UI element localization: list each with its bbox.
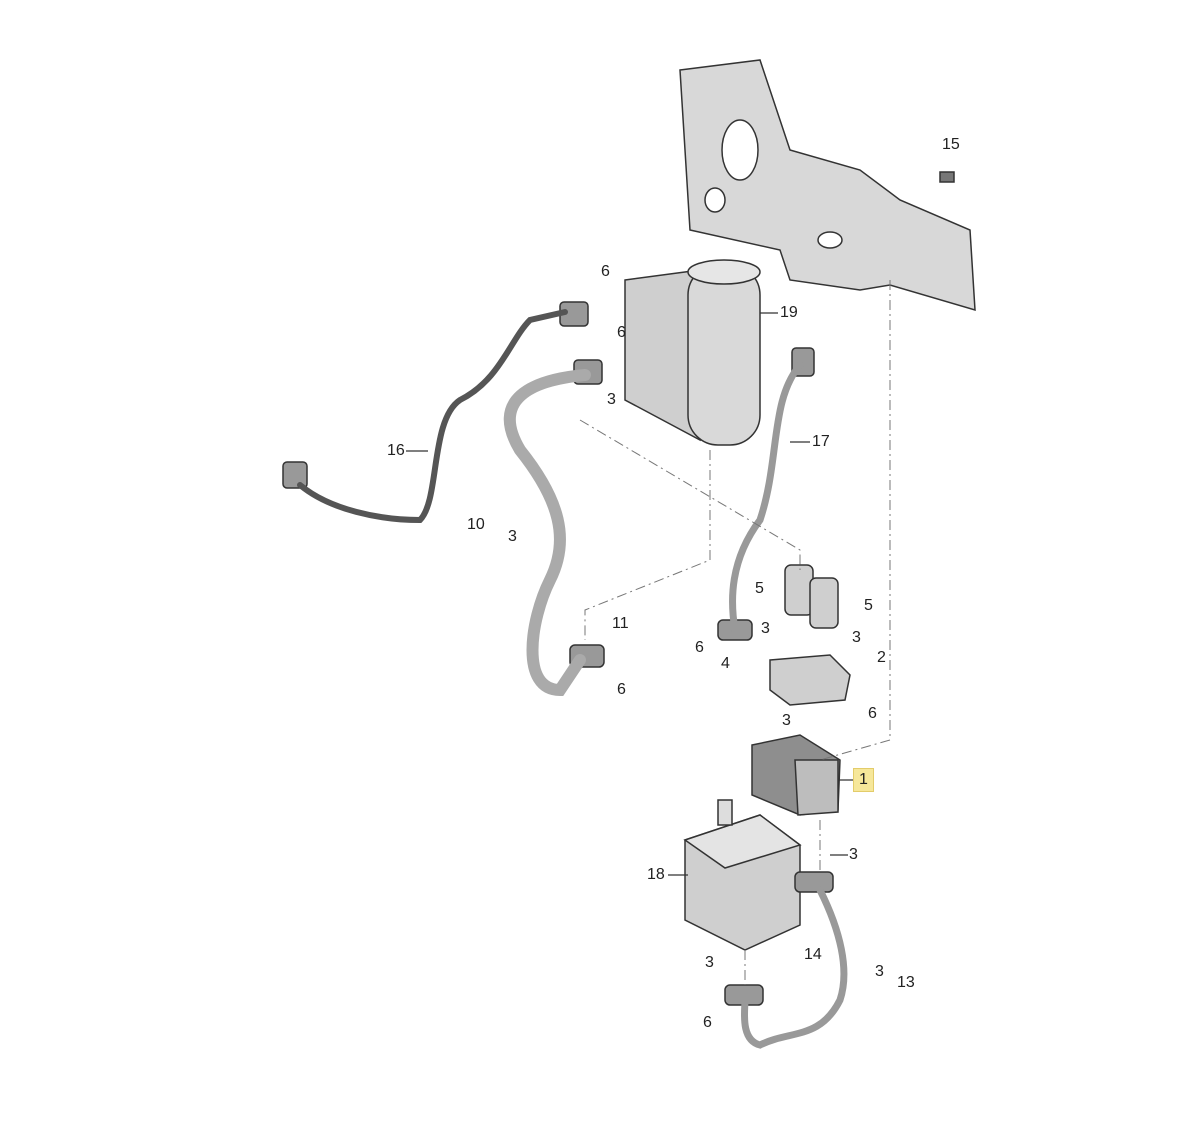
callout-5: 5	[864, 597, 873, 614]
callout-16: 16	[387, 442, 405, 459]
reservoir-19	[624, 269, 701, 442]
callout-17: 17	[812, 433, 830, 450]
callout-11: 11	[612, 615, 629, 632]
callout-6: 6	[617, 324, 626, 341]
callout-10: 10	[467, 516, 485, 533]
callout-2: 2	[877, 649, 886, 666]
hose-10	[503, 369, 591, 697]
callout-18: 18	[647, 866, 665, 883]
callout-14: 14	[804, 946, 822, 963]
callout-6: 6	[703, 1014, 712, 1031]
callout-3: 3	[607, 391, 616, 408]
callout-6: 6	[695, 639, 704, 656]
callout-19: 19	[780, 304, 798, 321]
callout-1-highlighted[interactable]: 1	[853, 768, 874, 792]
callout-5: 5	[755, 580, 764, 597]
callout-3: 3	[508, 528, 517, 545]
callout-3: 3	[705, 954, 714, 971]
callout-3: 3	[852, 629, 861, 646]
callout-3: 3	[875, 963, 884, 980]
hose-13	[740, 886, 848, 1049]
sleeve-5a	[784, 564, 814, 616]
callout-4: 4	[721, 655, 730, 672]
hose-16	[297, 309, 568, 524]
callout-6: 6	[868, 705, 877, 722]
callout-3: 3	[761, 620, 770, 637]
callout-3: 3	[849, 846, 858, 863]
callout-3: 3	[782, 712, 791, 729]
callout-13: 13	[897, 974, 915, 991]
hose-17	[729, 361, 804, 634]
callout-6: 6	[601, 263, 610, 280]
valve-block-2	[769, 654, 851, 706]
sleeve-5b	[809, 577, 839, 629]
bolt-15	[939, 171, 955, 183]
callout-15: 15	[942, 136, 960, 153]
mounting-bracket	[679, 59, 976, 312]
callout-6: 6	[617, 681, 626, 698]
